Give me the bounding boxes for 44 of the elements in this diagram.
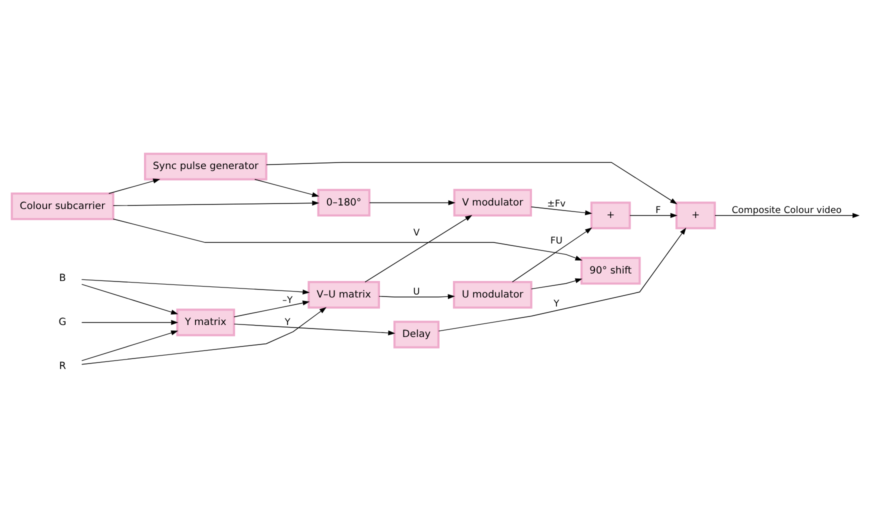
node-box: Y matrix	[176, 308, 236, 336]
edge-label: ±Fv	[547, 198, 566, 210]
arrow	[531, 278, 582, 289]
arrow	[81, 320, 178, 324]
node-box: U modulator	[452, 280, 532, 308]
node-text: G	[58, 316, 66, 328]
edge-label: –Y	[282, 294, 293, 306]
node-box: +	[590, 201, 631, 229]
arrow	[369, 200, 456, 205]
arrow	[364, 214, 472, 282]
arrow	[438, 227, 686, 331]
node-box: Colour subcarrier	[10, 192, 114, 220]
node-text: R	[59, 360, 66, 372]
arrow	[108, 178, 160, 194]
edge-label: U	[413, 286, 420, 297]
arrow	[254, 178, 320, 196]
node-box: Sync pulse generator	[144, 152, 268, 180]
arrow	[630, 212, 678, 218]
node-box: 0–180°	[317, 188, 370, 216]
node-box: +	[675, 201, 716, 229]
node-box: 90° shift	[580, 256, 641, 284]
arrow	[714, 212, 860, 218]
arrow	[530, 206, 592, 215]
arrow	[81, 306, 327, 364]
edge-label: Composite Colour video	[732, 204, 842, 216]
arrow	[266, 161, 678, 204]
edge-label: V	[413, 227, 420, 238]
arrow	[512, 227, 592, 282]
edge-label: F	[655, 204, 661, 216]
node-box: Delay	[393, 320, 440, 348]
arrow	[112, 200, 320, 206]
arrow	[234, 300, 310, 317]
arrow	[81, 278, 310, 294]
edge-label: Y	[554, 298, 560, 309]
node-box: V modulator	[453, 188, 532, 216]
arrow	[234, 323, 396, 335]
arrow	[112, 218, 582, 260]
edge-label: FU	[550, 234, 562, 246]
arrow	[81, 330, 178, 361]
node-box: V–U matrix	[308, 280, 380, 308]
edge-label: Y	[284, 316, 290, 328]
node-text: B	[59, 272, 66, 284]
arrow	[378, 294, 455, 299]
arrow	[81, 283, 178, 314]
